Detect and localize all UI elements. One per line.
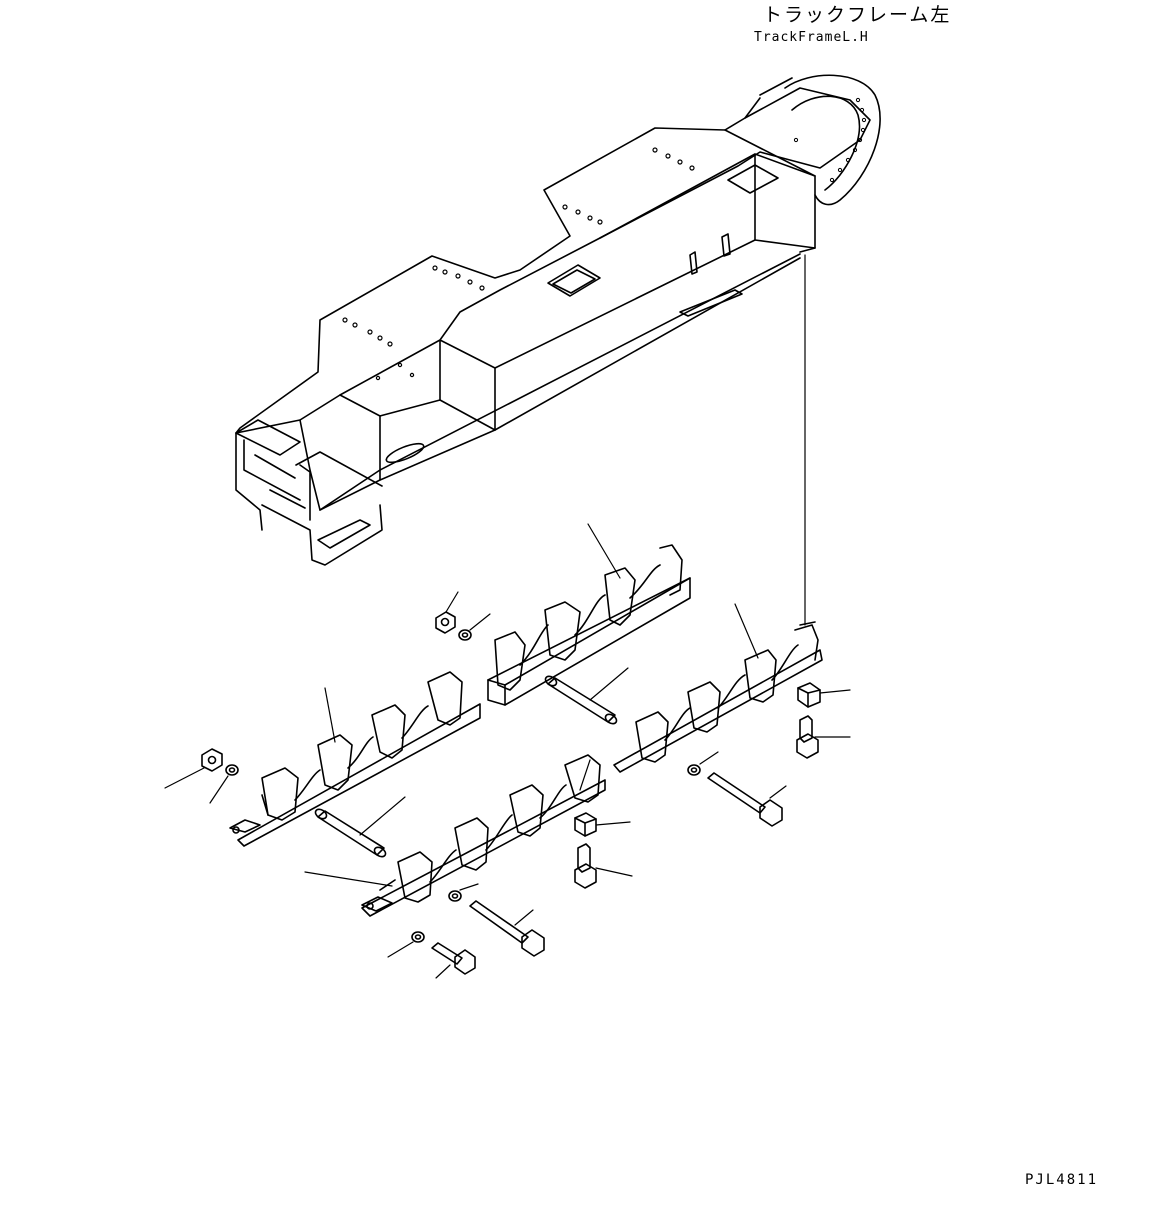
- washer-lower-a: [449, 891, 461, 901]
- leader-bolt-short-lower: [436, 965, 450, 978]
- nut-upper: [436, 612, 455, 633]
- washer-left: [226, 765, 238, 775]
- spacer-tube-left: [314, 807, 387, 858]
- top-bolt-holes: [343, 148, 694, 380]
- leader-washer-lower-a: [460, 884, 478, 890]
- spacer-tube-upper: [544, 674, 618, 725]
- bolt-long-lower: [470, 901, 544, 956]
- track-guard-lower: [362, 755, 605, 916]
- bolt-short-lower: [432, 943, 475, 974]
- bolt-short-center: [575, 844, 596, 888]
- leader-bolt-long-right: [770, 786, 786, 798]
- nut-center: [575, 813, 596, 836]
- diagram-title-english: TrackFrameL.H: [754, 30, 869, 45]
- leader-nut-center: [596, 822, 630, 825]
- leader-washer-left: [210, 776, 228, 803]
- diagram-title-japanese: トラックフレーム左: [763, 4, 952, 26]
- washer-right: [688, 765, 700, 775]
- nut-right: [798, 683, 820, 707]
- leader-washer-right: [700, 752, 718, 764]
- washer-lower-b: [412, 932, 424, 942]
- leader-tube-upper: [590, 668, 628, 700]
- leader-washer-upper: [470, 614, 490, 630]
- track-guard-upper: [488, 545, 690, 705]
- leader-guard-lower: [305, 872, 392, 886]
- track-frame: [236, 75, 880, 565]
- bolt-long-right: [708, 773, 782, 826]
- leader-guard-upper: [588, 524, 620, 578]
- leader-nut-upper: [446, 592, 458, 612]
- guard-lower-rib-line: [580, 760, 590, 790]
- ring-bolt-holes: [794, 98, 865, 181]
- washer-upper: [459, 630, 471, 640]
- leader-tube-left: [360, 797, 405, 835]
- frame-end-ring: [745, 75, 880, 204]
- track-guard-left: [230, 672, 480, 846]
- leader-bolt-long-lower: [515, 910, 533, 925]
- nut-left: [202, 749, 222, 771]
- leader-bolt-short-center: [596, 868, 632, 876]
- leader-nut-left: [165, 768, 204, 788]
- leader-guard-right: [735, 604, 758, 658]
- bolt-short-right: [797, 716, 818, 758]
- leader-nut-right: [820, 690, 850, 693]
- leader-guard-left: [325, 688, 335, 742]
- track-guard-right: [614, 622, 822, 772]
- figure-code: PJL4811: [1025, 1172, 1099, 1188]
- leader-washer-lower-b: [388, 942, 413, 957]
